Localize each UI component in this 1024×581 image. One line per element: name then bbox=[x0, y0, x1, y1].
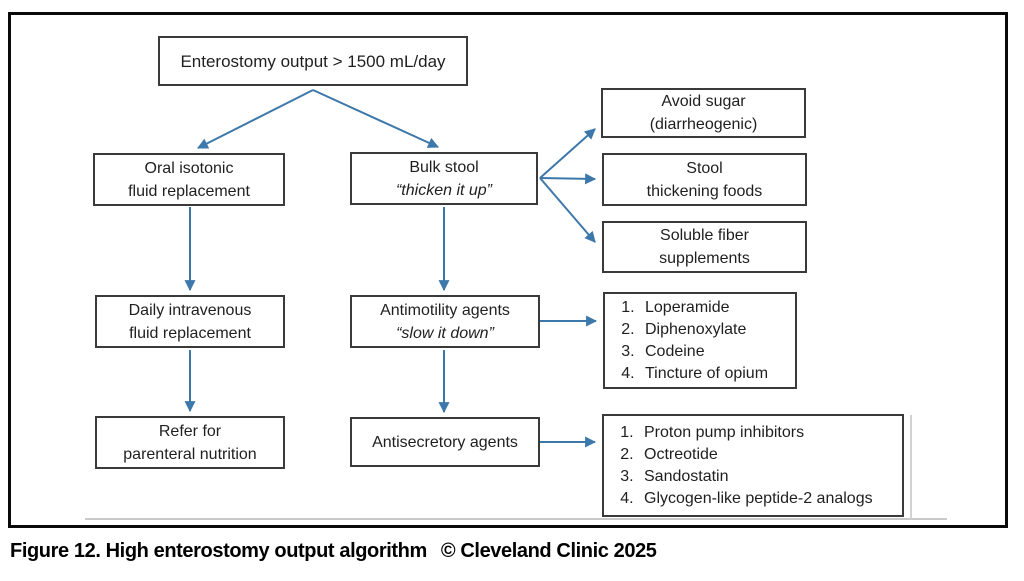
list-item: Codeine bbox=[639, 341, 768, 363]
node-label: thickening foods bbox=[646, 182, 763, 200]
node-label-italic: “slow it down” bbox=[396, 324, 494, 342]
list-item: Proton pump inhibitors bbox=[638, 422, 873, 444]
node-label: Bulk stool bbox=[409, 158, 479, 176]
node-label-italic: “thicken it up” bbox=[395, 181, 493, 199]
node-label: parenteral nutrition bbox=[123, 445, 257, 463]
node-label: fluid replacement bbox=[129, 324, 251, 342]
divider-line-vertical bbox=[910, 415, 912, 519]
node-label: Enterostomy output > 1500 mL/day bbox=[180, 51, 446, 71]
node-antimotility-agents: Antimotility agents “slow it down” bbox=[350, 295, 540, 348]
node-enterostomy-output: Enterostomy output > 1500 mL/day bbox=[158, 36, 468, 86]
list-item: Octreotide bbox=[638, 444, 873, 466]
node-label: fluid replacement bbox=[128, 182, 250, 200]
node-label: Avoid sugar bbox=[661, 93, 746, 110]
node-label: Refer for bbox=[158, 422, 222, 440]
node-bulk-stool: Bulk stool “thicken it up” bbox=[350, 152, 538, 205]
copyright-text: © Cleveland Clinic 2025 bbox=[440, 540, 657, 562]
node-label: Daily intravenous bbox=[128, 301, 252, 319]
list-item: Sandostatin bbox=[638, 466, 873, 488]
node-label: Antimotility agents bbox=[380, 301, 510, 319]
node-antisecretory-agents: Antisecretory agents bbox=[350, 417, 540, 467]
node-label: (diarrheogenic) bbox=[649, 116, 758, 133]
node-stool-thickening-foods: Stool thickening foods bbox=[602, 153, 807, 206]
figure-caption: Figure 12. High enterostomy output algor… bbox=[10, 540, 1010, 563]
node-label: supplements bbox=[659, 250, 750, 267]
divider-line-horizontal bbox=[85, 518, 947, 520]
node-label: Stool bbox=[686, 159, 723, 177]
caption-text: Figure 12. High enterostomy output algor… bbox=[10, 540, 427, 562]
node-daily-iv-fluid: Daily intravenous fluid replacement bbox=[95, 295, 285, 348]
node-label: Soluble fiber bbox=[660, 227, 749, 244]
list-item: Glycogen-like peptide-2 analogs bbox=[638, 488, 873, 510]
node-antimotility-examples: LoperamideDiphenoxylateCodeineTincture o… bbox=[603, 292, 797, 389]
node-refer-parenteral-nutrition: Refer for parenteral nutrition bbox=[95, 416, 285, 469]
antisecretory-examples-list: Proton pump inhibitorsOctreotideSandosta… bbox=[604, 422, 873, 510]
node-soluble-fiber-supplements: Soluble fiber supplements bbox=[602, 221, 807, 273]
list-item: Loperamide bbox=[639, 297, 768, 319]
list-item: Diphenoxylate bbox=[639, 319, 768, 341]
node-label: Antisecretory agents bbox=[372, 433, 518, 451]
node-antisecretory-examples: Proton pump inhibitorsOctreotideSandosta… bbox=[602, 414, 904, 517]
node-oral-isotonic-fluid: Oral isotonic fluid replacement bbox=[93, 153, 285, 206]
node-label: Oral isotonic bbox=[144, 159, 234, 177]
node-avoid-sugar: Avoid sugar (diarrheogenic) bbox=[601, 88, 806, 138]
antimotility-examples-list: LoperamideDiphenoxylateCodeineTincture o… bbox=[605, 297, 768, 385]
list-item: Tincture of opium bbox=[639, 363, 768, 385]
